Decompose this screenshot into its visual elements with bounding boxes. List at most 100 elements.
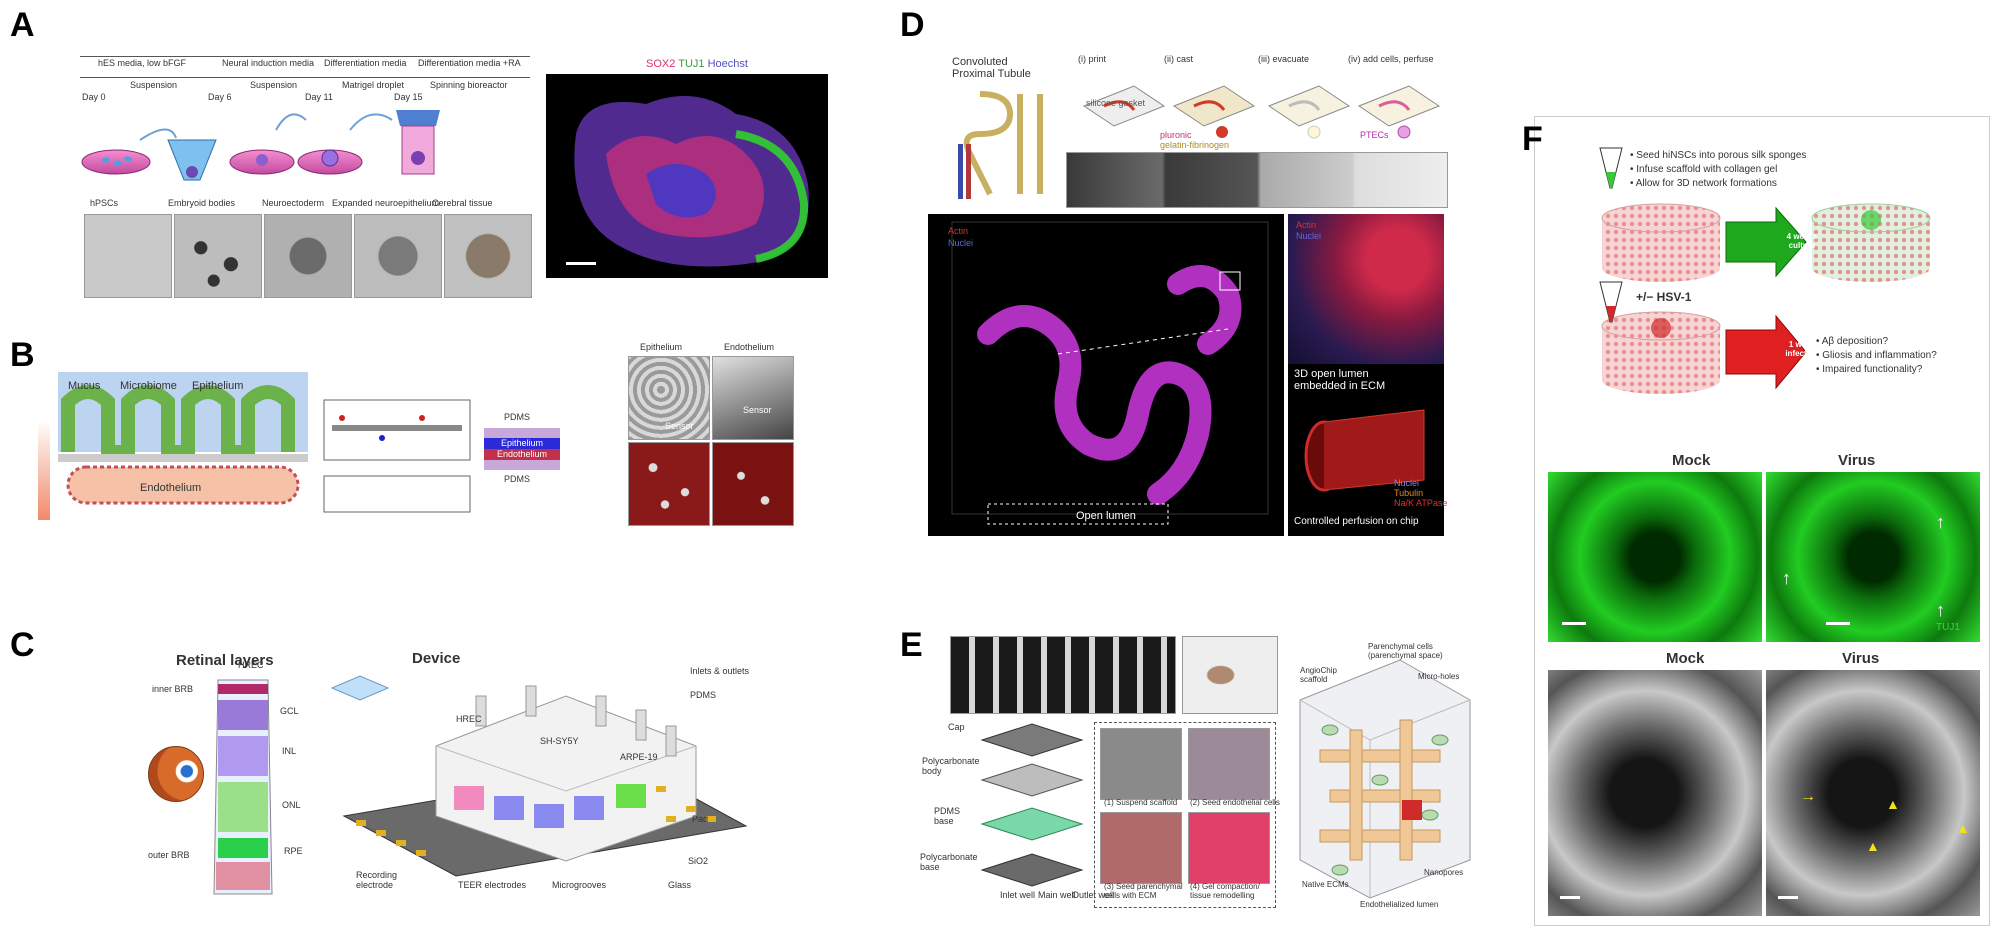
step-evacuate: (iii) evacuate [1258, 54, 1310, 64]
mock-tuj1-image [1548, 472, 1762, 642]
stage-label: Expanded neuroepithelium [332, 198, 440, 208]
device-label-inlets-outlets: Inlets & outlets [690, 666, 750, 676]
oxygen-gradient [38, 420, 50, 520]
stack-label-cap: Cap [948, 722, 965, 732]
arrow-label-culture: 4 weeks culture [1786, 232, 1818, 250]
scaffold-label-nanopores: Nanopores [1424, 868, 1464, 877]
step-image-parenchymal [1100, 812, 1182, 884]
micrograph-neuroepithelium [354, 214, 442, 298]
step-cast: (ii) cast [1164, 54, 1193, 64]
bullet-infuse: • Infuse scaffold with collagen gel [1630, 164, 1778, 175]
micrograph-hpscs [84, 214, 172, 298]
legend-actin: Actin [948, 226, 969, 236]
hsv-label: +/− HSV-1 [1636, 290, 1692, 304]
organoid-fluorescence-image [546, 74, 828, 278]
angiochip-scaffold-3d [1299, 659, 1471, 899]
micrograph-embryoid-bodies [174, 214, 262, 298]
panel-letter-f: F [1522, 120, 1543, 158]
organoid-stain-legend: SOX2 TUJ1 Hoechst [646, 58, 748, 70]
tubule-title: Convoluted Proximal Tubule [952, 56, 1031, 80]
lumen-zoom-image: Actin Nuclei [1288, 214, 1444, 364]
angiochip-stack-diagram [980, 723, 1084, 887]
open-lumen-label: Open lumen [1076, 510, 1136, 522]
micrograph-neuroectoderm [264, 214, 352, 298]
device-label-arpe-19: ARPE-19 [620, 752, 658, 762]
stage-label: Embryoid bodies [168, 198, 236, 208]
retinal-title: Retinal layers [176, 652, 274, 669]
arrow-up-icon: ↑ [1782, 568, 1791, 588]
scaffold-label-parenchymal: Parenchymal cells (parenchymal space) [1368, 642, 1443, 660]
bullet-gliosis: • Gliosis and inflammation? [1816, 350, 1937, 361]
retinal-label-inl: INL [282, 746, 297, 756]
chip-layer-stack: PDMS Epithelium Endothelium PDMS [484, 412, 560, 490]
sensor-label: Sensor [743, 405, 772, 415]
scale-bar [1778, 896, 1798, 899]
step-label-endothelial: (2) Seed endothelial cells [1190, 798, 1280, 807]
legend-tubulin: Tubulin [1394, 488, 1424, 498]
stack-label-pdms-base: PDMS base [934, 806, 961, 826]
scaffold-label-native-ecms: Native ECMs [1302, 880, 1349, 889]
header-virus-sem: Virus [1842, 650, 1880, 667]
step-image-suspend [1100, 728, 1182, 800]
step-label-suspend: (1) Suspend scaffold [1104, 798, 1178, 807]
chip-top-view [323, 399, 471, 513]
panel-letter-a: A [10, 6, 35, 44]
step-sub-ptecs: PTECs [1360, 130, 1389, 140]
layer-endothelium: Endothelium [484, 449, 560, 460]
step-sub-gelatin: gelatin-fibrinogen [1160, 140, 1230, 150]
epithelium-fluorescence-image [628, 442, 710, 526]
retinal-label-outer-brb: outer BRB [148, 850, 190, 860]
gut-label-microbiome: Microbiome [120, 380, 177, 392]
virus-tuj1-image: ↑ ↑ ↑ TUJ1 [1766, 472, 1980, 642]
pdms-top-label: PDMS [504, 412, 531, 422]
lumen-caption: 3D open lumen embedded in ECM [1294, 368, 1386, 392]
arrow-right-icon: → [1800, 788, 1816, 805]
retina-chip-device [342, 685, 748, 877]
panel-letter-d: D [900, 6, 925, 44]
gut-label-epithelium: Epithelium [192, 380, 244, 392]
device-inset-icon [330, 675, 390, 701]
stain-tuj1: TUJ1 [678, 58, 705, 70]
bullet-abeta: • Aβ deposition? [1816, 336, 1889, 347]
well-label-main: Main well [1038, 890, 1076, 900]
panel-letter-e: E [900, 626, 923, 664]
device-label-pad: Pad [692, 814, 709, 824]
device-label-teer-electrodes: TEER electrodes [458, 880, 527, 890]
tuj1-label: TUJ1 [1936, 622, 1960, 633]
controlled-perfusion-label: Controlled perfusion on chip [1294, 516, 1419, 527]
arrowhead-icon: ▲ [1866, 838, 1880, 854]
device-title: Device [412, 650, 461, 667]
day-label: Day 11 [305, 92, 333, 102]
epithelium-dic-image: Sensor [628, 356, 710, 440]
timeline-bar [80, 56, 530, 78]
day-label: Day 6 [208, 92, 232, 102]
lumen-cross-section-panel: 3D open lumen embedded in ECM Nuclei Tub… [1288, 364, 1447, 536]
header-endothelium: Endothelium [724, 342, 775, 352]
gut-label-mucus: Mucus [68, 380, 101, 392]
pdms-bottom-label: PDMS [504, 474, 531, 484]
arrowhead-icon: ▲ [1956, 820, 1970, 836]
micrograph-cerebral-tissue [444, 214, 532, 298]
legend-nuclei: Nuclei [1394, 478, 1420, 488]
scale-bar [1562, 622, 1586, 625]
bullet-abeta-text: Aβ deposition? [1821, 336, 1889, 347]
culture-label: Matrigel droplet [342, 80, 405, 90]
pipette-icon [1599, 147, 1623, 189]
bullet-seed-text: Seed hiNSCs into porous silk sponges [1636, 150, 1807, 161]
arrowhead-icon: ▲ [1886, 796, 1900, 812]
scaffold-label-endothelialized-lumen: Endothelialized lumen [1360, 900, 1439, 909]
retinal-label-gcl: GCL [280, 706, 299, 716]
legend-nuclei: Nuclei [1296, 231, 1322, 241]
device-label-microgrooves: Microgrooves [552, 880, 607, 890]
arrow-label-infection: 1 week infection [1785, 340, 1819, 358]
stage-label: Cerebral tissue [432, 198, 493, 208]
arrow-up-icon: ↑ [1936, 600, 1945, 620]
layer-epithelium: Epithelium [484, 438, 560, 449]
step-image-endothelial [1188, 728, 1270, 800]
eye-icon [148, 746, 204, 802]
fabrication-steps [1082, 85, 1441, 139]
culture-label: Suspension [250, 80, 298, 90]
device-label-sio2: SiO2 [688, 856, 709, 866]
header-mock-sem: Mock [1666, 650, 1705, 667]
device-label-glass: Glass [668, 880, 692, 890]
